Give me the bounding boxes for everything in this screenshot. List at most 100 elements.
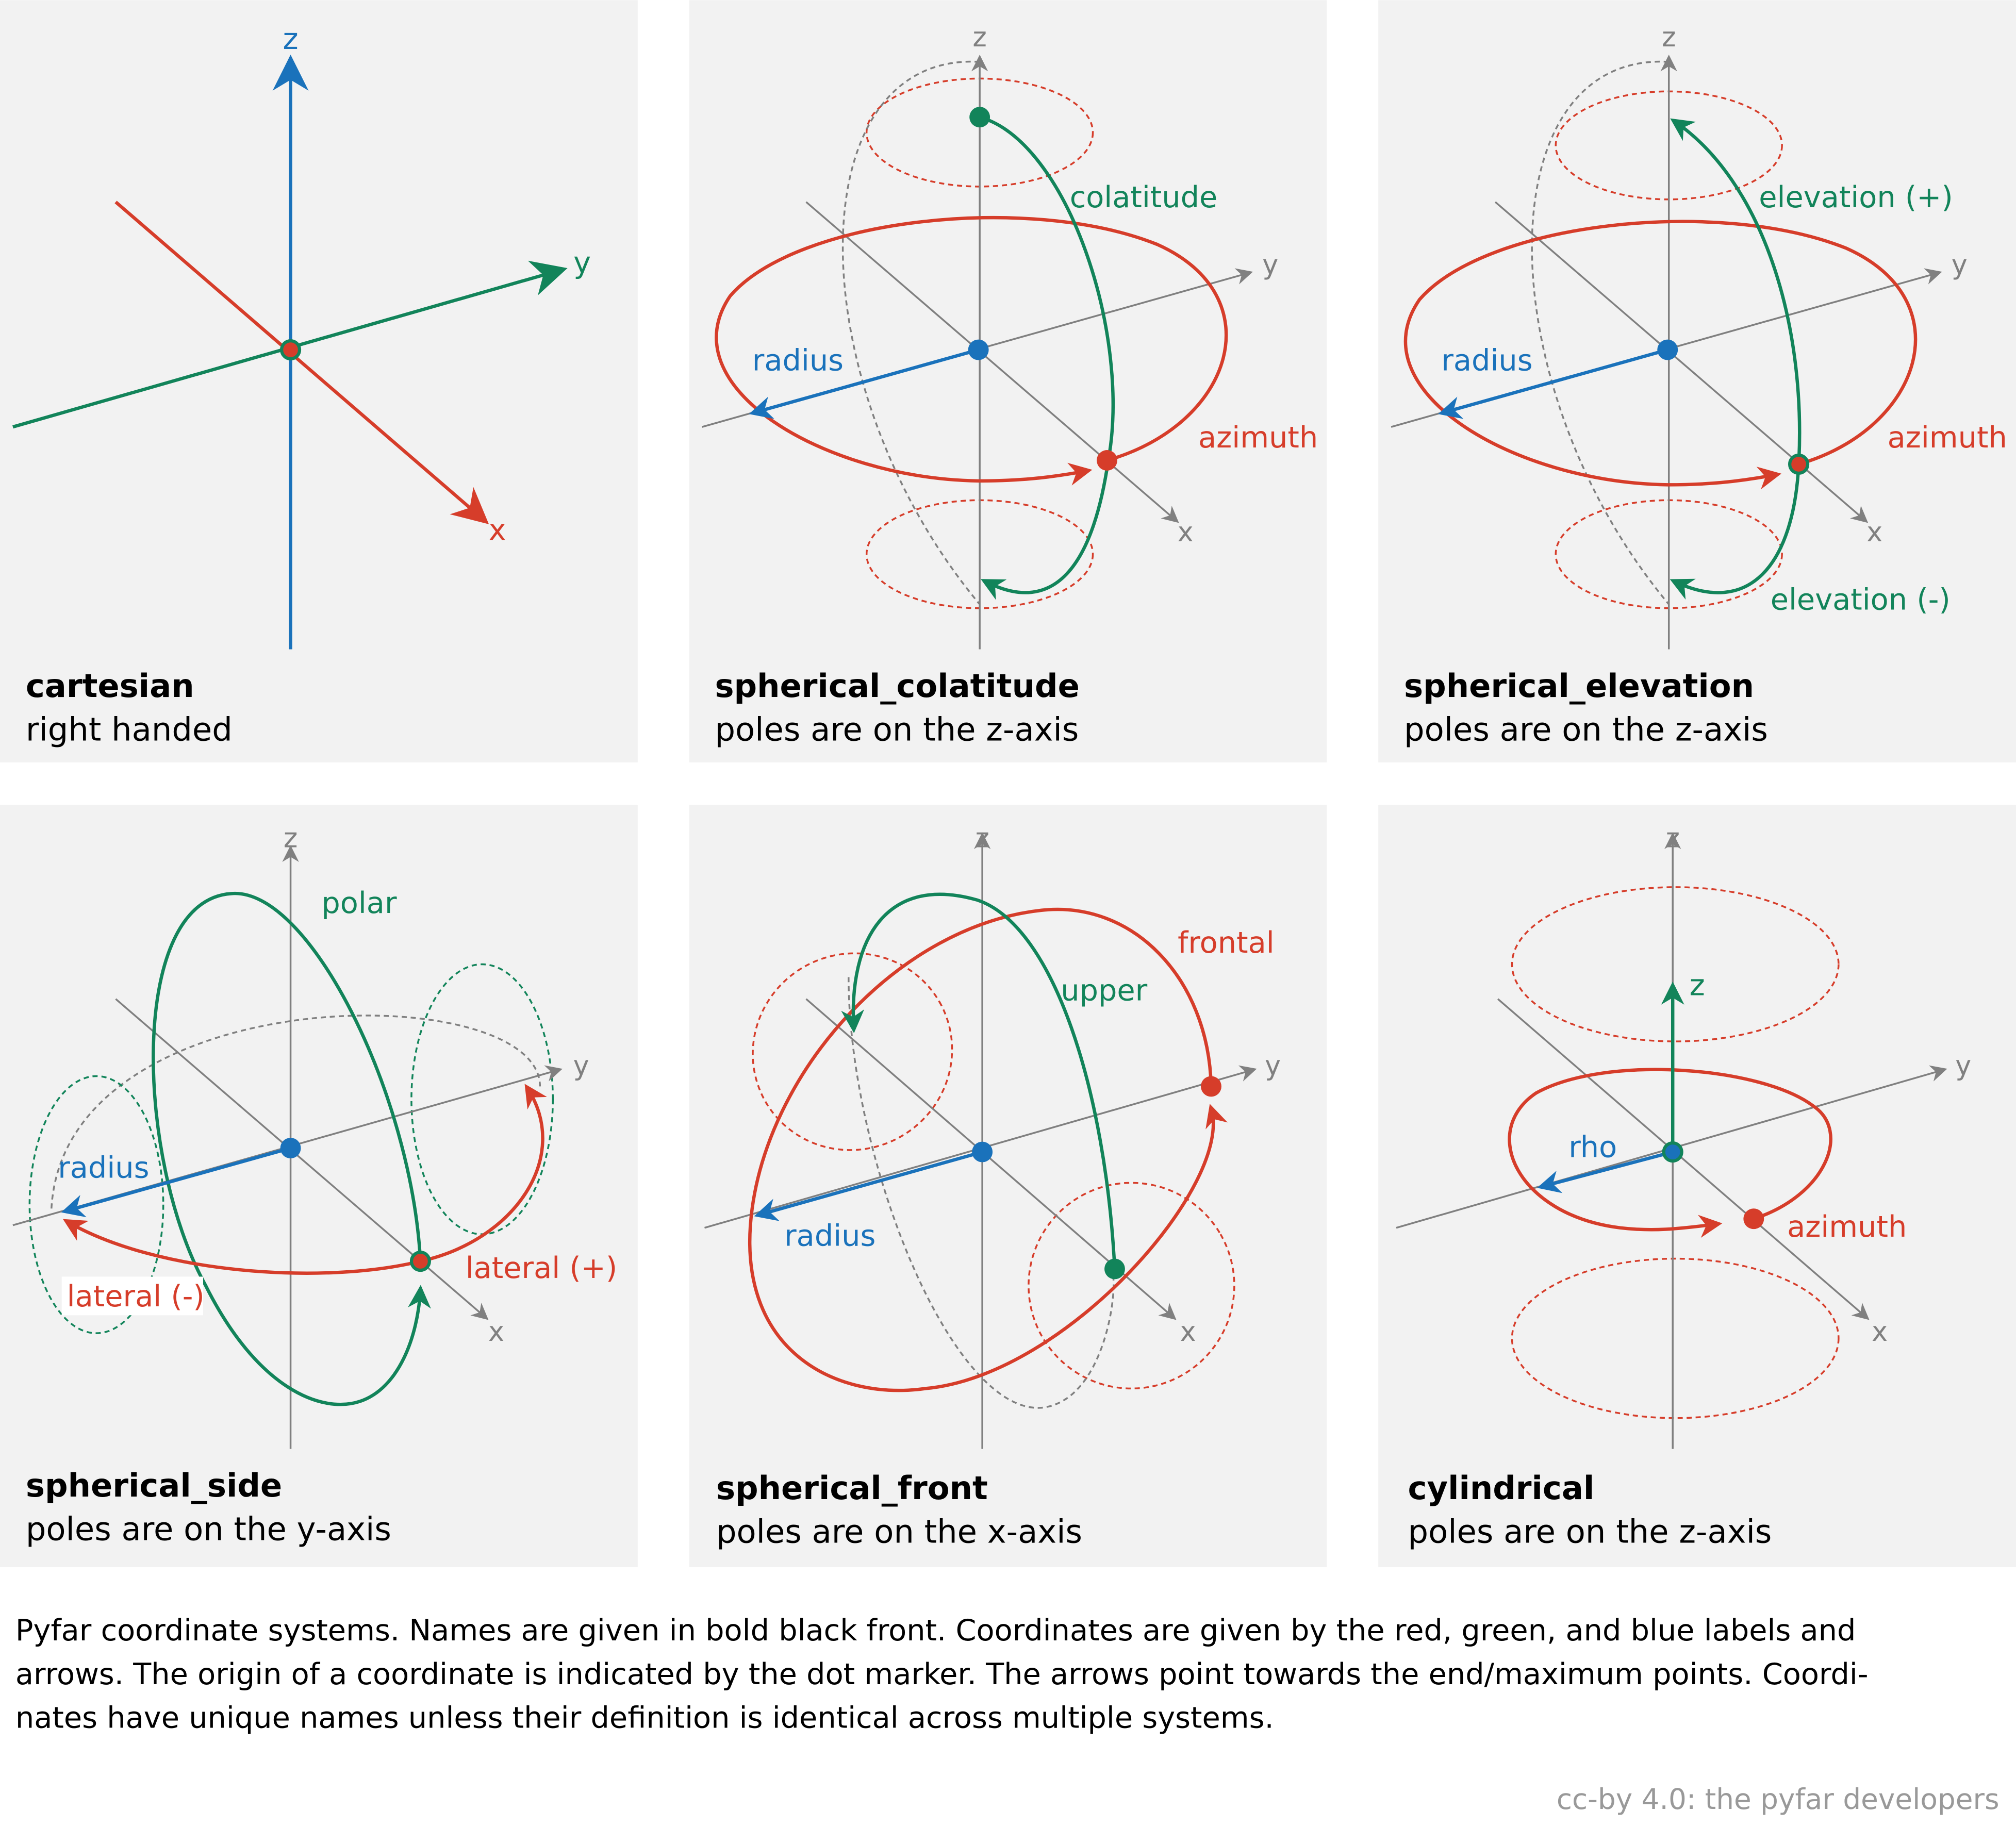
dashed-circle-left — [752, 952, 953, 1151]
x-axis — [805, 201, 1179, 523]
lateral-polar-origin-dot — [409, 1250, 431, 1272]
radius-label: radius — [1441, 343, 1532, 377]
azimuth-label: azimuth — [1198, 420, 1318, 455]
panel-background — [0, 805, 638, 1568]
radius-label: radius — [58, 1150, 149, 1185]
license-credit: cc-by 4.0: the pyfar developers — [1557, 1783, 2000, 1816]
panel-background — [1378, 805, 2016, 1568]
polar-label: polar — [321, 886, 397, 920]
panel-background — [689, 0, 1327, 762]
panel-subtitle: poles are on the x-axis — [716, 1513, 1082, 1551]
upper-arc — [841, 892, 1117, 1269]
azimuth-circle — [1403, 220, 1918, 490]
y-label: y — [573, 245, 591, 280]
rho-arrow — [1537, 1150, 1674, 1193]
y-label: y — [1952, 249, 1968, 280]
frontal-circle — [748, 907, 1228, 1392]
radius-origin-dot — [972, 1141, 993, 1162]
colatitude-label: colatitude — [1070, 180, 1218, 214]
z-label: z — [975, 823, 989, 854]
y-label: y — [1265, 1050, 1281, 1082]
z-label: z — [1665, 823, 1679, 854]
y-label: y — [1262, 249, 1278, 280]
radius-arrow — [749, 348, 979, 419]
panel-subtitle: poles are on the z-axis — [1408, 1513, 1772, 1551]
x-label: x — [1872, 1316, 1888, 1348]
x-label: x — [1866, 517, 1882, 548]
polar-circle — [152, 892, 431, 1406]
radius-origin-dot — [968, 339, 989, 360]
z-label: z — [972, 22, 986, 53]
caption-line: Pyfar coordinate systems. Names are give… — [15, 1613, 1856, 1648]
radius-origin-dot — [280, 1138, 301, 1159]
y-label: y — [1955, 1050, 1971, 1082]
z-coordinate-label: z — [1690, 968, 1705, 1002]
elevation-positive-arc — [1670, 118, 1802, 464]
upper-label: upper — [1061, 973, 1147, 1007]
panel-title: cylindrical — [1408, 1469, 1595, 1507]
panel-subtitle: poles are on the y-axis — [26, 1510, 391, 1548]
panel-subtitle: poles are on the z-axis — [1404, 711, 1768, 749]
panel-title: spherical_colatitude — [715, 667, 1079, 705]
lateral-positive-arc — [420, 1084, 547, 1263]
panel-spherical-side: z y x polar radius lateral (+) lateral (… — [0, 805, 638, 1568]
colatitude-origin-dot — [969, 107, 990, 128]
radius-arrow — [1438, 348, 1668, 419]
azimuth-label: azimuth — [1888, 420, 2007, 455]
caption-line: arrows. The origin of a coordinate is in… — [15, 1657, 1869, 1691]
elevation-positive-label: elevation (+) — [1759, 180, 1953, 214]
elevation-negative-arc — [1670, 464, 1800, 600]
panel-cartesian: z y x cartesian right handed — [0, 0, 638, 762]
frontal-origin-dot — [1201, 1076, 1221, 1097]
radius-label: radius — [752, 343, 844, 377]
dashed-circle-left — [28, 1075, 164, 1334]
radius-arrow — [754, 1150, 983, 1221]
x-label: x — [488, 1316, 504, 1348]
panel-title: spherical_front — [716, 1469, 988, 1507]
elevation-negative-label: elevation (-) — [1771, 582, 1951, 617]
dashed-circle-top — [1511, 886, 1840, 1042]
caption-line: nates have unique names unless their def… — [15, 1701, 1274, 1735]
azimuth-origin-dot — [1743, 1208, 1764, 1230]
azimuth-elevation-origin-dot — [1788, 453, 1810, 475]
panel-subtitle: poles are on the z-axis — [715, 711, 1079, 749]
upper-origin-dot — [1104, 1258, 1125, 1280]
lateral-positive-label: lateral (+) — [466, 1251, 618, 1285]
panel-title: cartesian — [26, 667, 194, 705]
radius-arrow — [61, 1146, 291, 1218]
origin-dot — [279, 339, 302, 361]
radius-label: radius — [784, 1219, 875, 1253]
panel-spherical-elevation: z y x elevation (+) elevation (-) radius… — [1378, 0, 2016, 762]
x-axis-arrow — [114, 201, 489, 524]
x-axis — [1497, 998, 1870, 1320]
radius-origin-dot — [1657, 339, 1678, 360]
x-label: x — [1180, 1316, 1196, 1348]
dashed-meridian — [1531, 60, 1670, 605]
panel-title: spherical_elevation — [1404, 667, 1754, 705]
panel-background — [689, 805, 1327, 1568]
panel-background — [0, 0, 638, 762]
panel-cylindrical: z y x z rho azimuth cylindrical poles ar… — [1378, 805, 2016, 1568]
panel-title: spherical_side — [26, 1467, 282, 1504]
z-label: z — [283, 22, 299, 56]
azimuth-origin-dot — [1097, 450, 1117, 471]
rho-z-origin-dot — [1662, 1141, 1683, 1163]
colatitude-arc — [979, 115, 1115, 600]
panel-background — [1378, 0, 2016, 762]
rho-label: rho — [1568, 1130, 1617, 1165]
y-label: y — [573, 1050, 589, 1082]
panel-spherical-colatitude: z y x colatitude radius azimuth spherica… — [689, 0, 1327, 762]
panel-spherical-front: z y x frontal upper radius spherical_fro… — [689, 805, 1327, 1568]
lateral-negative-label: lateral (-) — [67, 1279, 205, 1314]
z-label: z — [284, 823, 298, 854]
z-label: z — [1662, 22, 1676, 53]
dashed-circle-bottom — [1511, 1257, 1840, 1419]
label-background — [61, 1276, 203, 1316]
dashed-meridian — [841, 60, 981, 605]
x-label: x — [489, 513, 506, 547]
panel-subtitle: right handed — [26, 711, 233, 749]
azimuth-label: azimuth — [1787, 1209, 1907, 1244]
azimuth-circle — [1508, 1068, 1832, 1238]
lateral-negative-arc — [62, 1219, 421, 1275]
